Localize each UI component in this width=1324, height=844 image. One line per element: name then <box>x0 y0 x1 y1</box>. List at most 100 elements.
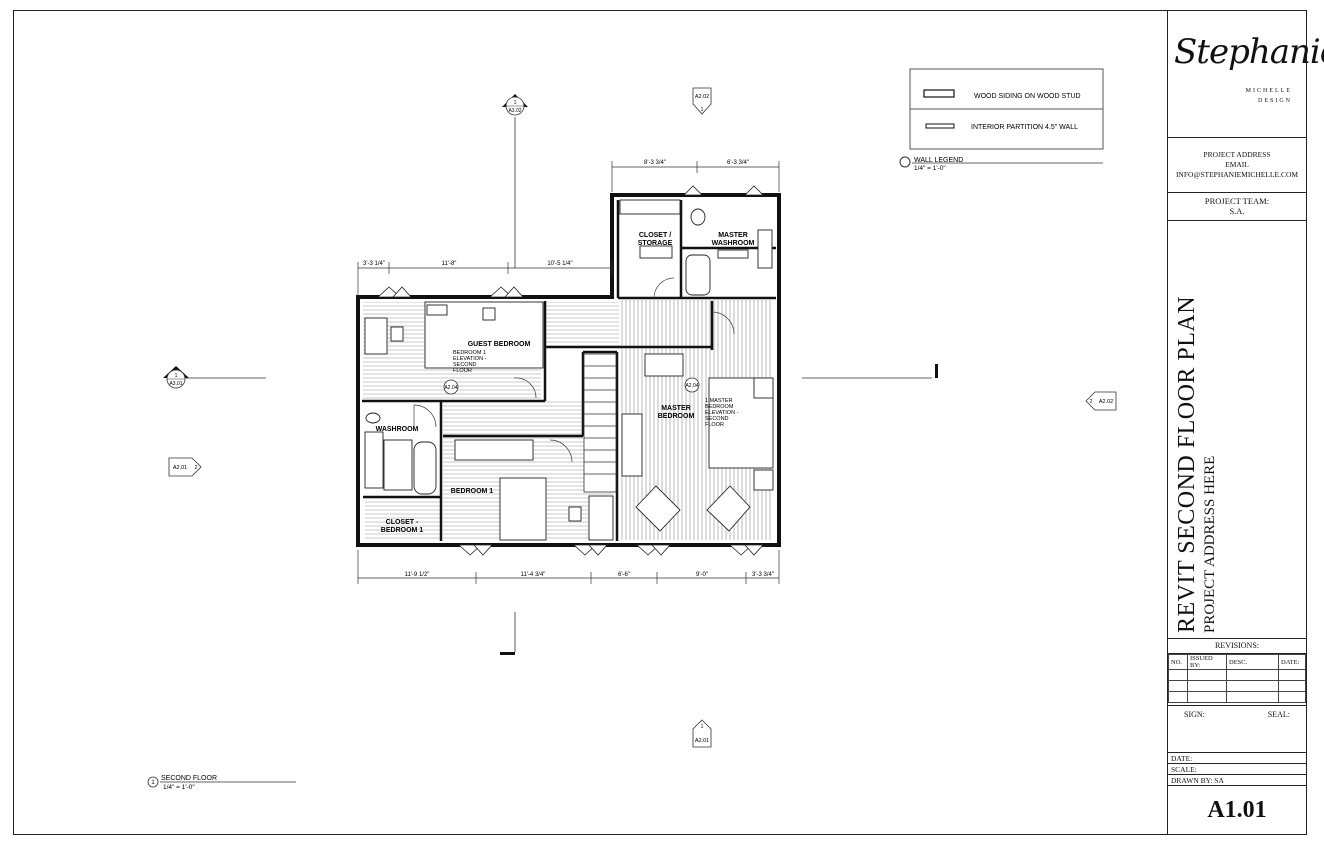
elev-tag-bottom <box>692 719 712 748</box>
sheet-subtitle: PROJECT ADDRESS HERE <box>1202 455 1218 633</box>
room-label-closet-storage-b: STORAGE <box>638 240 673 247</box>
stairs <box>583 353 617 493</box>
dim-bottom-4: 9'-0" <box>696 572 708 578</box>
dim-top-1: 3'-3 1/4" <box>363 261 385 267</box>
sign-label: SIGN: <box>1184 710 1205 719</box>
sheet-title-area: REVIT SECOND FLOOR PLAN PROJECT ADDRESS … <box>1168 221 1306 639</box>
email-label: EMAIL <box>1225 160 1249 169</box>
elev-tag-right <box>1085 391 1117 411</box>
date-label: DATE: <box>1168 753 1306 764</box>
view-scale: 1/4" = 1'-0" <box>163 784 195 791</box>
room-label-closet-bedroom1-a: CLOSET - <box>386 519 419 526</box>
project-address: PROJECT ADDRESS <box>1203 150 1271 159</box>
elev-tag-left-ref: A2.01 <box>173 465 187 471</box>
rev-header-no: NO. <box>1168 654 1188 670</box>
seal-label: SEAL: <box>1267 710 1290 719</box>
view-title: 1 SECOND FLOOR 1/4" = 1'-0" <box>147 775 296 791</box>
team-label: PROJECT TEAM: <box>1204 196 1270 206</box>
note-master-elev-5: FLOOR <box>705 422 724 428</box>
table-row <box>1168 669 1306 681</box>
room-label-master-bedroom-b: BEDROOM <box>658 413 695 420</box>
dim-top-2: 11'-8" <box>442 261 457 267</box>
logo: Stephanie MICHELLE DESIGN <box>1168 10 1324 138</box>
elev-tag-bottom-ref: A2.01 <box>695 738 709 744</box>
rev-header-date: DATE: <box>1278 654 1306 670</box>
wood-siding-swatch <box>923 89 955 98</box>
section-cut-right <box>802 364 938 379</box>
sheet-number: A1.01 <box>1207 797 1267 823</box>
dim-top-3: 10'-5 1/4" <box>547 261 572 267</box>
svg-text:A2.04: A2.04 <box>444 385 457 391</box>
elev-tag-master: A2.04 <box>684 377 700 393</box>
note-master-elev-1: 1 MASTER <box>705 398 733 404</box>
elev-tag-bedroom1: A2.04 <box>443 379 459 395</box>
rev-header-issued: ISSUED BY: <box>1187 654 1227 670</box>
elev-tag-top-ref: A2.02 <box>695 94 709 100</box>
drawn-by: DRAWN BY: SA <box>1168 775 1306 786</box>
view-number: 1 <box>151 780 155 786</box>
logo-script: Stephanie <box>1174 32 1324 72</box>
svg-text:A2.04: A2.04 <box>685 383 698 389</box>
note-master-elev-4: SECOND <box>705 416 729 422</box>
sign-seal: SIGN: SEAL: <box>1168 706 1306 753</box>
logo-line1: MICHELLE <box>1245 88 1292 94</box>
legend-view-marker <box>899 156 911 168</box>
room-label-master-bedroom-a: MASTER <box>661 405 691 412</box>
svg-text:1: 1 <box>514 100 517 106</box>
dim-top-5: 6'-3 3/4" <box>727 160 749 166</box>
dim-bottom-2: 11'-4 3/4" <box>521 572 546 578</box>
svg-text:A3.01: A3.01 <box>169 381 182 387</box>
svg-text:A3.02: A3.02 <box>508 108 521 114</box>
rev-header-desc: DESC. <box>1226 654 1279 670</box>
legend-item-siding: WOOD SIDING ON WOOD STUD <box>974 93 1081 100</box>
dim-bottom-5: 3'-3 3/4" <box>752 572 774 578</box>
bedroom1-bed <box>499 477 547 541</box>
project-team: PROJECT TEAM: S.A. <box>1168 193 1306 221</box>
note-master-elev-3: ELEVATION - <box>705 410 739 416</box>
note-bedroom1-elev-1: BEDROOM 1 <box>453 350 486 356</box>
drawing-sheet <box>13 10 1307 835</box>
team-members: S.A. <box>1229 206 1245 216</box>
room-label-guest-bedroom: GUEST BEDROOM <box>468 341 531 348</box>
note-bedroom1-elev-3: SECOND <box>453 362 477 368</box>
note-bedroom1-elev-4: FLOOR <box>453 368 472 374</box>
contact-info: PROJECT ADDRESS EMAIL INFO@STEPHANIEMICH… <box>1168 138 1306 193</box>
elev-tag-top <box>692 87 712 115</box>
elev-tag-right-num: 2 <box>1090 399 1093 405</box>
room-label-master-washroom-a: MASTER <box>718 232 748 239</box>
section-marker-left: 1 A3.01 <box>163 366 266 389</box>
dimension-lines <box>357 161 780 584</box>
room-label-closet-bedroom1-b: BEDROOM 1 <box>381 527 424 534</box>
partition-swatch <box>925 123 955 129</box>
note-bedroom1-elev-2: ELEVATION - <box>453 356 487 362</box>
view-name: SECOND FLOOR <box>161 775 217 782</box>
room-label-master-washroom-b: WASHROOM <box>712 240 755 247</box>
room-label-bedroom1: BEDROOM 1 <box>451 488 494 495</box>
dim-bottom-1: 11'-9 1/2" <box>405 572 430 578</box>
room-label-washroom: WASHROOM <box>376 426 419 433</box>
scale-label: SCALE: <box>1168 764 1306 775</box>
sheet-title: REVIT SECOND FLOOR PLAN <box>1174 295 1200 633</box>
revisions-table: REVISIONS: NO. ISSUED BY: DESC. DATE: <box>1168 639 1306 706</box>
section-marker-top: 1 A3.02 <box>502 94 528 268</box>
legend-scale: 1/4" = 1'-0" <box>914 165 946 172</box>
revisions-title: REVISIONS: <box>1168 639 1306 654</box>
svg-text:1: 1 <box>175 373 178 379</box>
legend-item-partition: INTERIOR PARTITION 4.5" WALL <box>971 124 1078 131</box>
title-block: Stephanie MICHELLE DESIGN PROJECT ADDRES… <box>1167 10 1324 835</box>
table-row <box>1168 691 1306 703</box>
section-cut-bottom <box>500 612 516 655</box>
elev-tag-bottom-num: 1 <box>701 724 704 730</box>
dim-top-4: 8'-3 3/4" <box>644 160 666 166</box>
logo-line2: DESIGN <box>1258 98 1292 104</box>
table-row <box>1168 680 1306 692</box>
email-address: INFO@STEPHANIEMICHELLE.COM <box>1175 170 1299 179</box>
exterior-wall <box>356 193 781 547</box>
elev-tag-top-num: 1 <box>701 107 704 113</box>
legend-title: WALL LEGEND <box>914 157 963 164</box>
note-master-elev-2: BEDROOM <box>705 404 734 410</box>
dim-bottom-3: 6'-6" <box>618 572 630 578</box>
floor-plan: GUEST BEDROOM WASHROOM BEDROOM 1 CLOSET … <box>356 185 781 556</box>
room-label-closet-storage-a: CLOSET / <box>639 232 671 239</box>
